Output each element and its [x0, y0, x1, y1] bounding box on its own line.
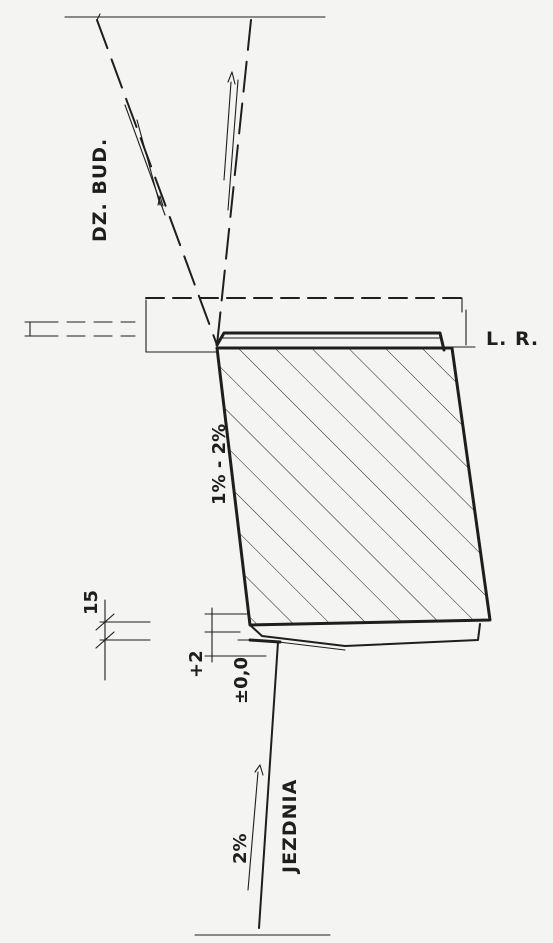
curb-strip: [249, 623, 481, 651]
building-plot-boundary-lines: [96, 13, 252, 346]
road-slope-label: 2%: [230, 833, 251, 864]
roadway-line: [247, 638, 282, 929]
building-line-dashed: [145, 297, 476, 353]
sidewalk-hatched-block: [215, 346, 492, 627]
curb-width-label: 15: [81, 590, 102, 615]
curb-height-label: +2: [186, 650, 207, 678]
top-reference-lines: [64, 16, 331, 936]
slope-arrows-top: [124, 71, 239, 216]
level-dimension-markers: [204, 607, 267, 663]
roadway-label: JEZDNIA: [279, 779, 301, 875]
zero-level-label: ±0,0: [231, 657, 252, 704]
building-plot-label: DZ. BUD.: [89, 138, 111, 242]
sidewalk-slope-label: 1% - 2%: [209, 424, 230, 505]
level-markers-left: [24, 299, 147, 353]
curb-width-dimension: [95, 599, 151, 681]
top-strip: [215, 331, 446, 352]
building-line-label: L. R.: [486, 328, 539, 350]
